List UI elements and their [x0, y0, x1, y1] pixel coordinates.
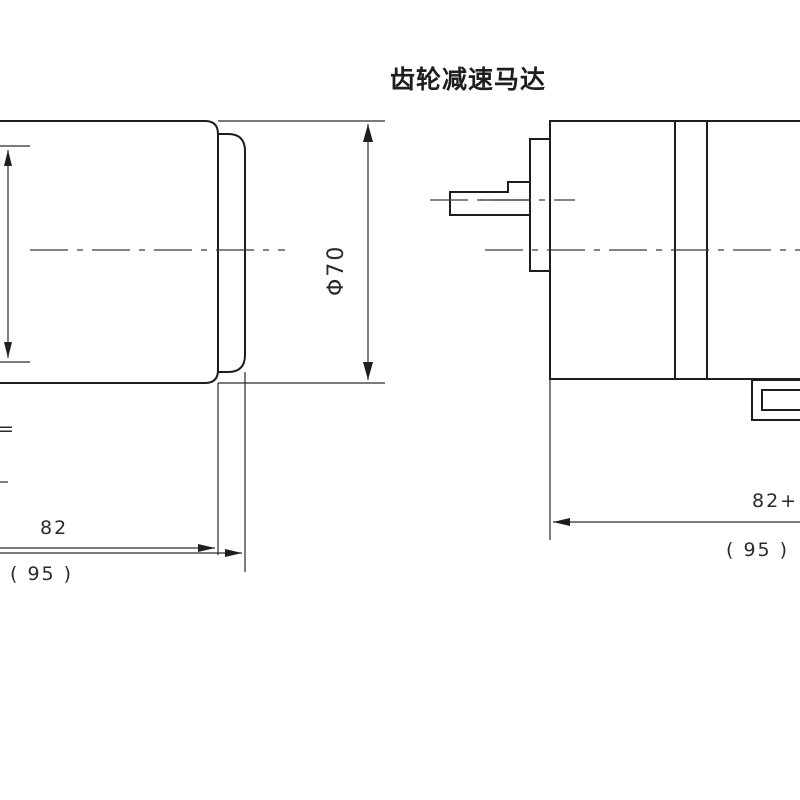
right-length-arrow — [553, 518, 570, 526]
left-length-82-label: 82 — [40, 517, 69, 539]
diameter-label: Φ70 — [324, 244, 349, 296]
right-length-dimensions — [549, 379, 800, 540]
left-motor-end-cap — [218, 133, 246, 373]
terminal-bracket — [751, 379, 800, 421]
left-arrow-82 — [198, 544, 215, 552]
output-shaft — [449, 181, 530, 216]
right-motor-view — [430, 120, 800, 421]
left-motor-body — [0, 120, 219, 384]
diameter-arrow-top — [363, 124, 373, 142]
left-margin-mark: = — [0, 418, 16, 440]
right-length-82-label: 82+ — [752, 490, 799, 512]
left-length-95-label: ( 95 ) — [10, 563, 74, 585]
left-length-dimensions — [0, 372, 246, 572]
left-motor-view — [0, 120, 285, 483]
diagram-title: 齿轮减速马达 — [390, 65, 547, 94]
terminal-bracket-inner — [761, 389, 800, 411]
diameter-dimension — [218, 120, 385, 384]
diameter-arrow-bottom — [363, 362, 373, 380]
left-inner-arrow-bottom — [4, 342, 12, 358]
left-arrow-95 — [225, 549, 242, 557]
right-length-95-label: ( 95 ) — [726, 539, 790, 561]
mounting-flange — [529, 138, 551, 272]
left-inner-arrow-top — [4, 150, 12, 166]
